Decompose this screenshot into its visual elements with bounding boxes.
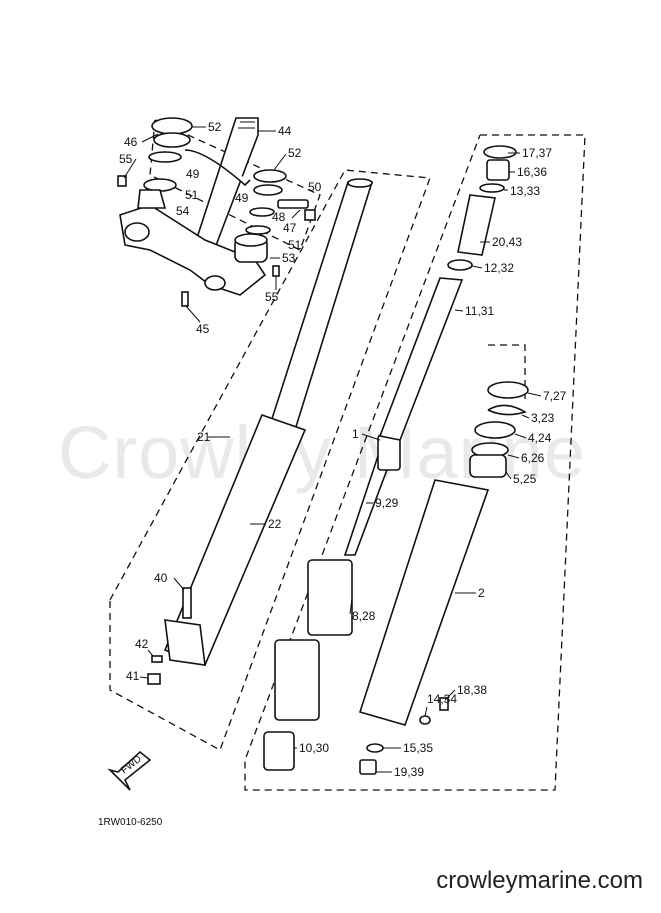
lower-bracket <box>119 204 267 296</box>
callout-label: 52 <box>288 146 302 160</box>
washer-4 <box>474 421 516 439</box>
callout-label: 18,38 <box>457 683 487 697</box>
callout-label: 15,35 <box>403 741 433 755</box>
screw-18-38 <box>439 697 449 711</box>
callout-label: 12,32 <box>484 261 514 275</box>
leader-lines <box>123 126 542 773</box>
plug-16 <box>486 159 510 181</box>
callout-label: 49 <box>186 167 200 181</box>
callout-label: 11,31 <box>465 304 494 318</box>
callout-label: 19,39 <box>394 765 424 779</box>
callout-label: 17,37 <box>522 146 552 160</box>
callout-label: 55 <box>119 152 133 166</box>
washer-14-34 <box>419 715 431 725</box>
callout-label: 20,43 <box>492 235 522 249</box>
callout-label: 46 <box>124 135 138 149</box>
callout-label: 41 <box>126 669 140 683</box>
callout-label: 16,36 <box>517 165 547 179</box>
washer-12 <box>447 259 473 271</box>
clamp-54 <box>137 189 167 209</box>
callout-label: 50 <box>308 180 322 194</box>
fork-assembly-outline-right <box>244 134 586 791</box>
callout-label: 13,33 <box>510 184 540 198</box>
callout-label: 55 <box>265 290 279 304</box>
callout-label: 8,28 <box>352 609 376 623</box>
bolt-55-right <box>272 265 280 277</box>
bracket-hole-right <box>204 275 226 291</box>
callout-label: 49 <box>235 191 249 205</box>
bushing-10-30 <box>263 731 295 771</box>
diagram-code: 1RW010-6250 <box>98 817 163 828</box>
callout-label: 22 <box>268 517 282 531</box>
bolt-19-39 <box>359 759 377 775</box>
callout-label: 21 <box>197 430 211 444</box>
bolt-55-left <box>117 175 127 187</box>
washer-right <box>249 207 275 217</box>
upper-bearing-right-2 <box>253 184 283 196</box>
spring-upper <box>377 434 401 471</box>
slide-metal-5 <box>469 454 507 478</box>
callout-label: 42 <box>135 637 149 651</box>
callout-label: 53 <box>282 251 296 265</box>
nut-50 <box>304 209 316 221</box>
gasket-15-35 <box>366 743 384 753</box>
callout-label: 48 <box>272 210 286 224</box>
fwd-arrow-icon: FWD <box>107 750 152 791</box>
callout-label: 51 <box>185 188 199 202</box>
cap-group-outline <box>488 344 526 400</box>
fork-assembly-outline-left <box>109 169 431 751</box>
upper-bearing-right <box>253 169 287 183</box>
collar-53-top <box>234 233 268 247</box>
o-ring-13 <box>479 183 505 193</box>
bolt-45 <box>181 291 189 307</box>
bearing-race-lower <box>153 132 191 148</box>
callout-label: 4,24 <box>528 431 552 445</box>
bolt-40 <box>182 587 192 619</box>
callout-label: 2 <box>478 586 485 600</box>
oil-seal-7 <box>487 381 529 399</box>
spacer-10 <box>274 639 320 721</box>
callout-label: 45 <box>196 322 210 336</box>
callout-label: 52 <box>208 120 222 134</box>
outer-tube-left-axle <box>164 619 206 666</box>
nut-41 <box>147 673 161 685</box>
callout-label: 1 <box>352 427 359 441</box>
callout-label: 6,26 <box>521 451 545 465</box>
inner-tube-left-top <box>347 178 373 188</box>
steering-stem-group <box>117 117 316 307</box>
spacer-tube-20 <box>457 194 496 256</box>
outer-tube-right <box>358 479 490 726</box>
callout-label: 7,27 <box>543 389 567 403</box>
callout-label: 40 <box>154 571 168 585</box>
bolt-47-48 <box>277 199 309 209</box>
right-fork-group <box>358 145 529 775</box>
site-url: crowleymarine.com <box>436 867 643 894</box>
washer-42 <box>151 655 163 663</box>
callout-label: 54 <box>176 204 190 218</box>
damper-rod-group <box>263 434 402 771</box>
washer-right-2 <box>245 225 271 235</box>
cable-clip <box>184 149 251 187</box>
spacer-8 <box>307 559 353 636</box>
callout-label: 51 <box>288 238 302 252</box>
callout-label: 14,34 <box>427 692 457 706</box>
clip-3 <box>487 404 527 416</box>
fork-spring-11 <box>378 277 464 441</box>
steering-stem <box>193 117 259 249</box>
seal-ring <box>148 151 182 163</box>
left-fork-tube-group <box>147 178 374 685</box>
bracket-hole-left <box>124 222 150 242</box>
callout-label: 10,30 <box>299 741 329 755</box>
cap-17 <box>483 145 517 159</box>
callout-label: 47 <box>283 221 297 235</box>
bearing-race-upper <box>151 117 193 135</box>
callout-label: 3,23 <box>531 411 555 425</box>
callout-labels: 52 44 46 55 49 51 54 52 50 49 48 47 51 5… <box>119 120 567 779</box>
callout-label: 44 <box>278 124 292 138</box>
callout-label: 9,29 <box>375 496 399 510</box>
callout-label: 5,25 <box>513 472 537 486</box>
